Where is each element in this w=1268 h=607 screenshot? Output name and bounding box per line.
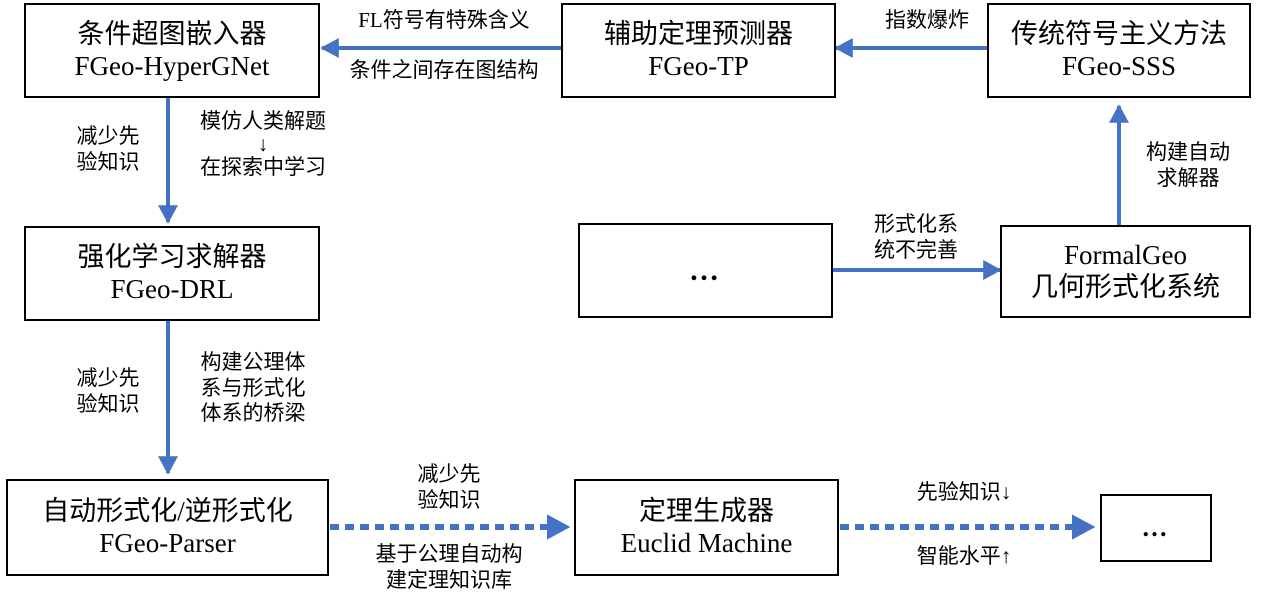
node-fgeo-drl[interactable]: 强化学习求解器 FGeo-DRL — [24, 226, 320, 321]
node-fgeo-tp-line2: FGeo-TP — [648, 50, 749, 81]
node-fgeo-parser[interactable]: 自动形式化/逆形式化 FGeo-Parser — [6, 479, 329, 576]
edge-label-parser-to-euclid-below: 基于公理自动构 建定理知识库 — [375, 542, 523, 592]
edge-label-formalgeo-to-sss: 构建自动 求解器 — [1146, 140, 1230, 190]
node-fgeo-sss-line1: 传统符号主义方法 — [1011, 18, 1227, 49]
node-ellipsis-middle-label: … — [689, 253, 722, 287]
edge-label-hypergnet-to-drl-right: 模仿人类解题 ↓ 在探索中学习 — [200, 109, 326, 180]
node-formalgeo[interactable]: FormalGeo 几何形式化系统 — [1000, 225, 1251, 318]
node-ellipsis-middle[interactable]: … — [578, 223, 833, 318]
node-euclid-machine[interactable]: 定理生成器 Euclid Machine — [574, 479, 839, 576]
node-fgeo-sss[interactable]: 传统符号主义方法 FGeo-SSS — [987, 3, 1251, 98]
node-fgeo-parser-line1: 自动形式化/逆形式化 — [42, 495, 293, 526]
node-fgeo-drl-line2: FGeo-DRL — [110, 273, 234, 304]
edge-label-tp-to-hypergnet-above: FL符号有特殊含义 — [358, 8, 530, 32]
edge-label-drl-to-parser-left: 减少先 验知识 — [76, 366, 140, 416]
node-ellipsis-end-label: … — [1141, 512, 1171, 542]
node-hypergnet-line1: 条件超图嵌入器 — [77, 18, 267, 49]
node-euclid-machine-line2: Euclid Machine — [620, 527, 793, 558]
edge-label-parser-to-euclid-above: 减少先 验知识 — [417, 462, 481, 512]
node-hypergnet-line2: FGeo-HyperGNet — [74, 50, 270, 81]
node-formalgeo-line1: FormalGeo — [1064, 239, 1187, 270]
edge-label-euclid-to-end-below: 智能水平↑ — [916, 544, 1012, 568]
edge-label-euclid-to-end-above: 先验知识↓ — [916, 480, 1012, 504]
edge-label-sss-to-tp: 指数爆炸 — [885, 8, 969, 32]
edge-label-tp-to-hypergnet-below: 条件之间存在图结构 — [349, 58, 539, 82]
node-ellipsis-end[interactable]: … — [1100, 494, 1212, 562]
edge-label-drl-to-parser-right: 构建公理体 系与形式化 体系的桥梁 — [200, 350, 306, 426]
edge-label-mid-to-formalgeo: 形式化系 统不完善 — [874, 212, 958, 262]
node-hypergnet[interactable]: 条件超图嵌入器 FGeo-HyperGNet — [24, 3, 320, 98]
node-fgeo-drl-line1: 强化学习求解器 — [77, 241, 267, 272]
edge-label-hypergnet-to-drl-left: 减少先 验知识 — [76, 124, 140, 174]
node-fgeo-tp[interactable]: 辅助定理预测器 FGeo-TP — [561, 3, 836, 98]
node-fgeo-parser-line2: FGeo-Parser — [99, 527, 236, 558]
node-formalgeo-line2: 几何形式化系统 — [1031, 271, 1220, 302]
node-fgeo-tp-line1: 辅助定理预测器 — [604, 18, 793, 49]
node-euclid-machine-line1: 定理生成器 — [639, 495, 774, 526]
node-fgeo-sss-line2: FGeo-SSS — [1061, 50, 1177, 81]
